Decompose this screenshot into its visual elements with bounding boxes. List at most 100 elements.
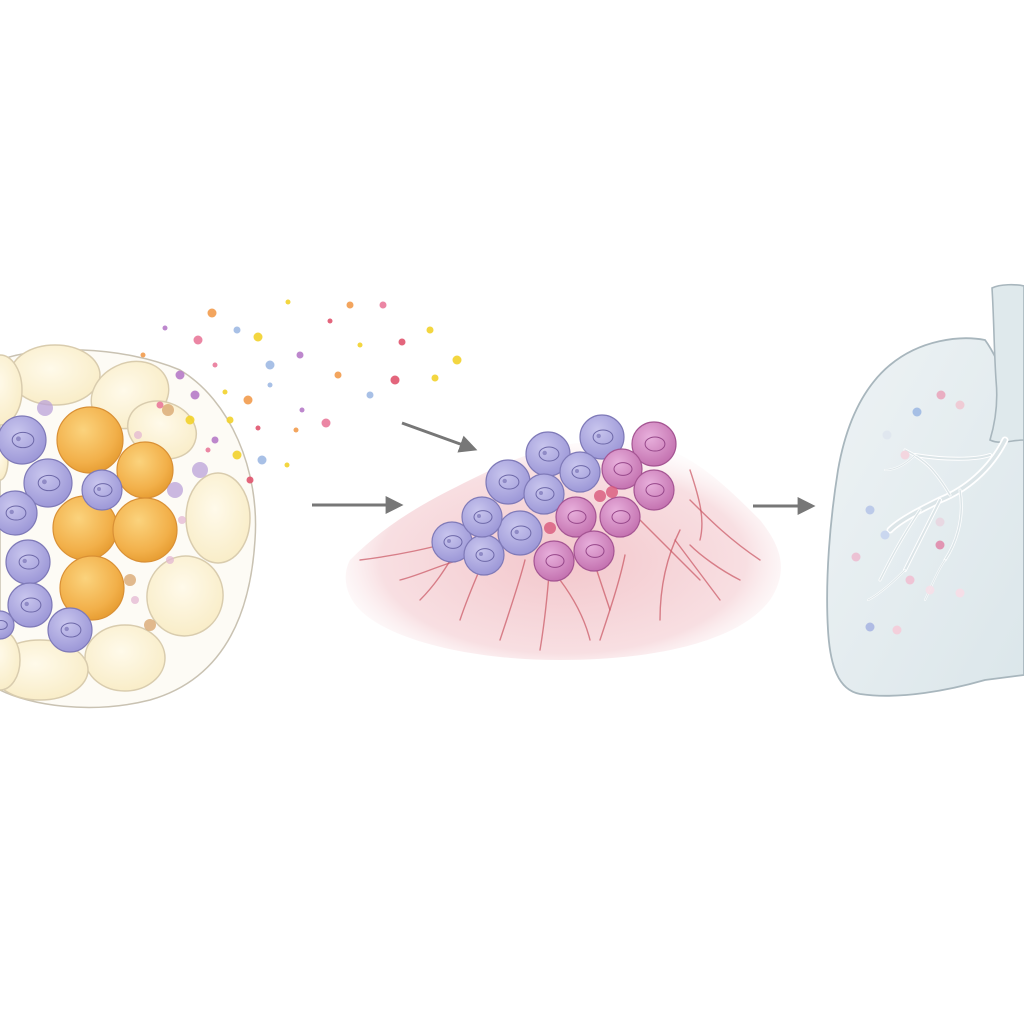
cell-nucleus bbox=[60, 622, 82, 638]
lung-icon bbox=[826, 283, 1024, 697]
particle bbox=[207, 308, 217, 318]
adipocyte bbox=[84, 624, 166, 692]
particle bbox=[193, 335, 203, 345]
lung-particle bbox=[936, 390, 946, 400]
particle bbox=[293, 427, 299, 433]
adipocyte bbox=[0, 639, 89, 701]
cell-nucleus bbox=[11, 431, 35, 449]
cell-nucleus bbox=[0, 620, 8, 630]
particle bbox=[246, 476, 254, 484]
cell-nucleus bbox=[545, 554, 565, 568]
cell-nucleus bbox=[37, 474, 61, 492]
adipocyte bbox=[185, 472, 251, 564]
particle bbox=[222, 389, 228, 395]
cell bbox=[485, 459, 531, 505]
vessel bbox=[674, 539, 721, 601]
cell bbox=[461, 496, 503, 538]
particle bbox=[357, 342, 363, 348]
cell-nucleus bbox=[473, 510, 493, 524]
particle bbox=[205, 447, 211, 453]
cell bbox=[559, 451, 601, 493]
nucleolus bbox=[542, 450, 547, 456]
metastatic-particles bbox=[851, 390, 965, 635]
nucleolus bbox=[64, 626, 69, 632]
vessel bbox=[689, 499, 761, 561]
cell-nucleus bbox=[592, 429, 614, 445]
lipid-cell bbox=[56, 406, 124, 474]
adipocyte bbox=[146, 555, 224, 637]
cell bbox=[23, 458, 73, 508]
particle bbox=[175, 370, 185, 380]
cell bbox=[47, 607, 93, 653]
debris-speck bbox=[162, 404, 174, 416]
cell bbox=[463, 534, 505, 576]
cell-nucleus bbox=[18, 554, 40, 570]
cell bbox=[523, 473, 565, 515]
lipid-cell bbox=[116, 441, 174, 499]
nucleolus bbox=[24, 601, 29, 607]
cell-nucleus bbox=[613, 462, 633, 476]
vessel bbox=[689, 469, 703, 541]
adipocyte bbox=[0, 629, 21, 691]
lung-particle bbox=[955, 588, 965, 598]
lung-particle bbox=[851, 552, 861, 562]
cell-nucleus bbox=[571, 465, 591, 479]
particle bbox=[390, 375, 400, 385]
adipocyte-ring bbox=[0, 344, 251, 701]
cell bbox=[0, 415, 47, 465]
nucleolus bbox=[575, 469, 579, 473]
secreted-particles-icon bbox=[140, 299, 462, 484]
red-speck bbox=[594, 490, 606, 502]
particle bbox=[190, 390, 200, 400]
bronchus-shade bbox=[904, 449, 951, 496]
bronchial-tree bbox=[867, 436, 1009, 601]
debris-speck bbox=[166, 556, 174, 564]
particle bbox=[431, 374, 439, 382]
vessel bbox=[689, 544, 741, 581]
cell-nucleus bbox=[20, 597, 42, 613]
particle bbox=[296, 351, 304, 359]
particle bbox=[366, 391, 374, 399]
nucleolus bbox=[16, 436, 21, 442]
particle bbox=[232, 450, 242, 460]
vessel bbox=[599, 554, 626, 641]
nucleolus bbox=[596, 433, 601, 439]
vessel bbox=[659, 529, 681, 621]
malignant-cell bbox=[631, 421, 677, 467]
bronchus-shade bbox=[884, 454, 916, 471]
lung-particle bbox=[935, 517, 945, 527]
particle bbox=[185, 415, 195, 425]
bronchus-shade bbox=[914, 454, 991, 460]
red-speck bbox=[544, 522, 556, 534]
particle bbox=[233, 326, 241, 334]
nucleolus bbox=[42, 479, 47, 485]
cell-nucleus bbox=[585, 544, 605, 558]
particle bbox=[257, 455, 267, 465]
cell bbox=[497, 510, 543, 556]
particle bbox=[346, 301, 354, 309]
nucleolus bbox=[514, 529, 519, 535]
cell-nucleus bbox=[93, 483, 113, 497]
red-speck bbox=[606, 486, 618, 498]
nucleolus bbox=[539, 491, 543, 495]
particle bbox=[267, 382, 273, 388]
particle bbox=[426, 326, 434, 334]
nucleolus bbox=[502, 478, 507, 484]
cell bbox=[7, 582, 53, 628]
cell bbox=[5, 539, 51, 585]
vessel bbox=[639, 519, 701, 581]
malignant-cell bbox=[533, 540, 575, 582]
bronchus-shade bbox=[904, 499, 941, 571]
cell-nucleus bbox=[535, 487, 555, 501]
vessel bbox=[499, 559, 526, 641]
debris-speck bbox=[37, 400, 53, 416]
nucleolus bbox=[447, 539, 451, 543]
lung-outline bbox=[826, 337, 1024, 697]
particle bbox=[284, 462, 290, 468]
debris-speck bbox=[131, 596, 139, 604]
particle bbox=[162, 325, 168, 331]
lung-particle bbox=[865, 622, 875, 632]
cell bbox=[0, 490, 38, 536]
malignant-cell bbox=[555, 496, 597, 538]
adipocyte bbox=[0, 354, 23, 426]
